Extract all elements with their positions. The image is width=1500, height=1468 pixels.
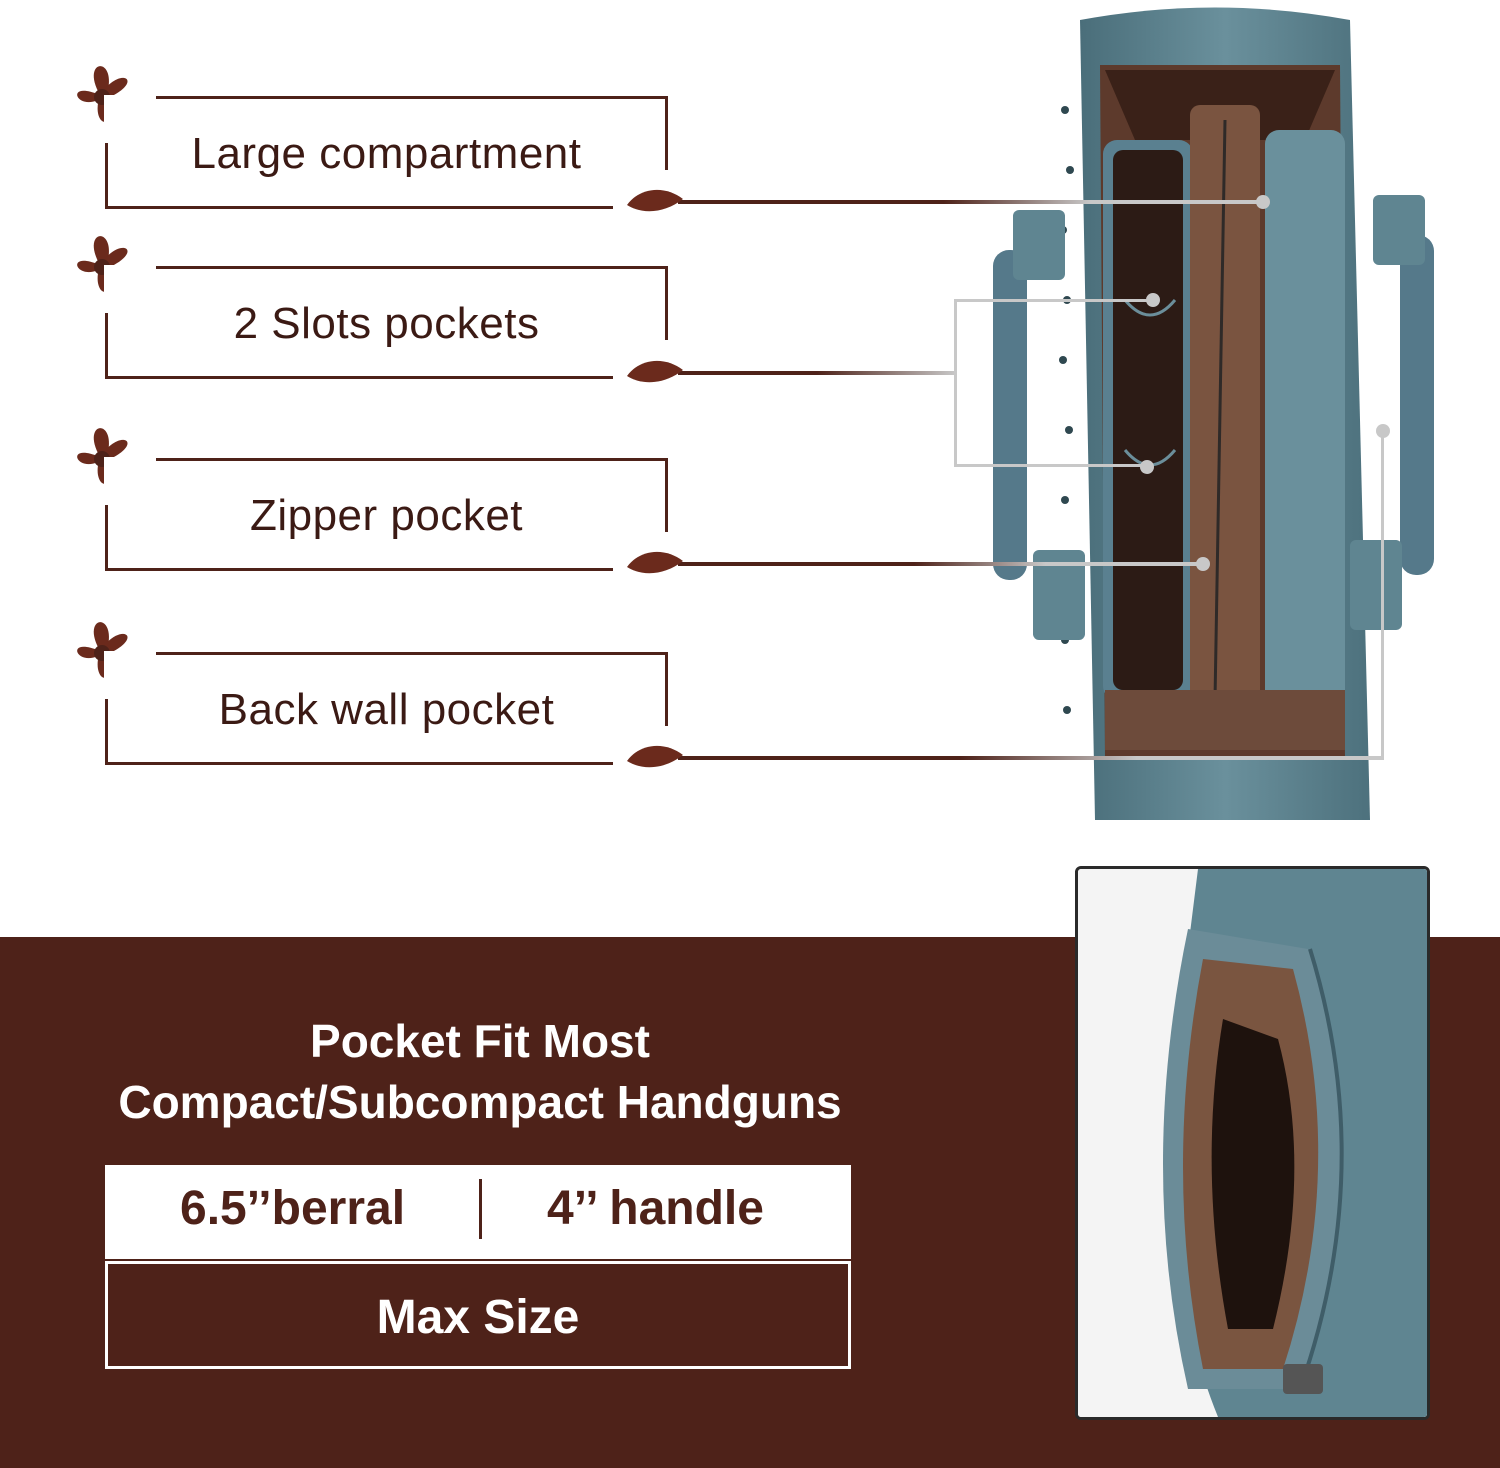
handbag-top-view-image <box>993 7 1434 820</box>
feature-label-box-3: Zipper pocket <box>104 457 669 572</box>
slots-bracket <box>954 299 1150 467</box>
connector-dot-1 <box>1256 195 1270 209</box>
headline-line-2: Compact/Subcompact Handguns <box>118 1076 842 1128</box>
connector-line-3 <box>678 562 1203 566</box>
leaf-ornament-icon <box>627 745 683 768</box>
feature-label: 2 Slots pockets <box>233 299 540 348</box>
connector-dot-2b <box>1140 460 1154 474</box>
barrel-length: 6.5’’berral <box>180 1182 406 1235</box>
leaf-ornament-icon <box>627 189 683 212</box>
connector-line-1 <box>678 200 1268 204</box>
feature-label-box-2: 2 Slots pockets <box>104 265 669 380</box>
connector-line-4 <box>678 756 1384 760</box>
headline-line-1: Pocket Fit Most <box>310 1015 650 1067</box>
connector-dot-4 <box>1376 424 1390 438</box>
feature-label-box-4: Back wall pocket <box>104 651 669 766</box>
handle-length: 4’’ handle <box>547 1182 764 1235</box>
size-divider <box>479 1179 482 1239</box>
feature-label: Zipper pocket <box>249 491 524 540</box>
size-table: 6.5’’berral 4’’ handle Max Size <box>105 1165 851 1369</box>
size-table-bottom-row: Max Size <box>105 1261 851 1369</box>
leaf-ornament-icon <box>627 551 683 574</box>
feature-label: Large compartment <box>191 129 582 178</box>
connector-dot-3 <box>1196 557 1210 571</box>
back-wall-bracket <box>1381 428 1384 759</box>
connector-dot-2a <box>1146 293 1160 307</box>
leaf-ornament-icon <box>627 360 683 383</box>
feature-label-box-1: Large compartment <box>104 95 669 210</box>
max-size-caption: Max Size <box>376 1291 580 1344</box>
connector-line-2 <box>678 371 956 375</box>
side-pocket-image <box>1075 866 1430 1420</box>
size-table-top-row: 6.5’’berral 4’’ handle <box>105 1165 851 1259</box>
feature-label: Back wall pocket <box>218 685 555 734</box>
